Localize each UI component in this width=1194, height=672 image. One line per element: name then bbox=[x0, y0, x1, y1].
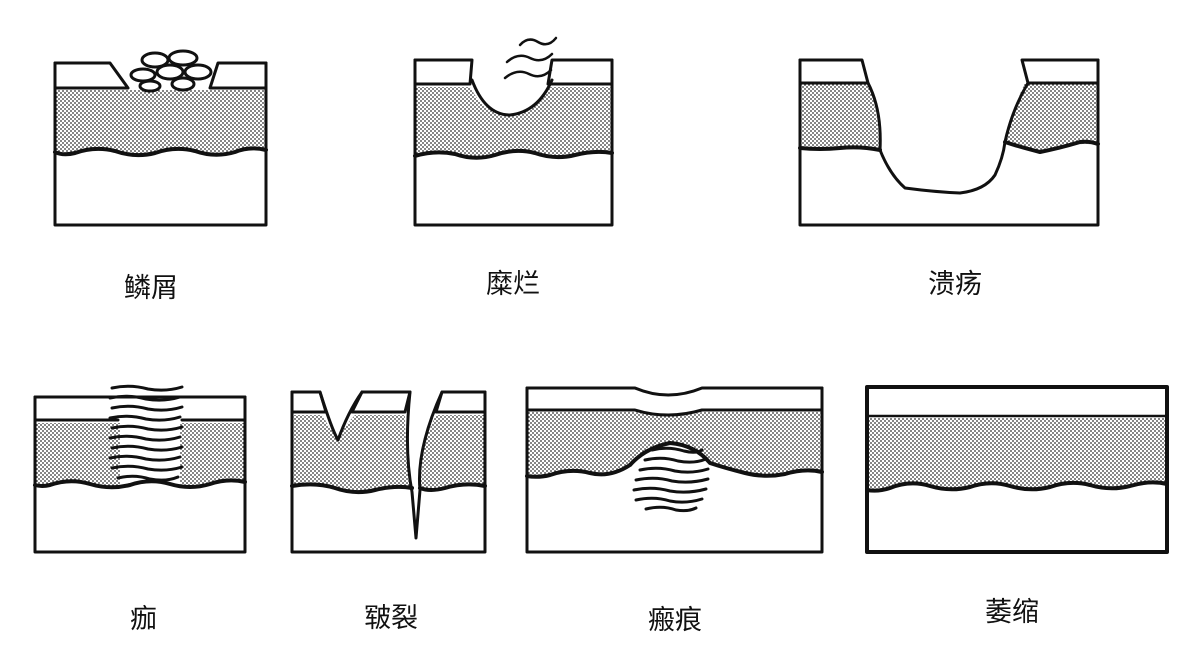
dermis-right-block bbox=[1005, 83, 1098, 150]
basement-right bbox=[1003, 139, 1100, 154]
basement-line bbox=[413, 148, 614, 160]
dermis-left-block bbox=[800, 83, 880, 150]
epidermis-right bbox=[208, 61, 268, 90]
v-notch bbox=[318, 390, 364, 442]
fissure-crack bbox=[405, 390, 444, 540]
label-scale: 鳞屑 bbox=[124, 273, 178, 304]
basement-line bbox=[53, 146, 268, 158]
dermis-layer bbox=[867, 418, 1167, 491]
panel-scale bbox=[53, 49, 268, 227]
panel-scar bbox=[525, 386, 824, 554]
dermis-layer bbox=[527, 412, 822, 477]
scar-fibers bbox=[632, 446, 710, 513]
basement-left bbox=[290, 482, 414, 495]
crust-lines bbox=[108, 384, 184, 482]
basement-line bbox=[525, 441, 824, 479]
epidermis-left bbox=[53, 61, 130, 90]
dermis-right-block bbox=[419, 415, 485, 490]
epidermis-left bbox=[798, 58, 870, 85]
frame bbox=[290, 390, 487, 554]
label-erosion: 糜烂 bbox=[486, 269, 540, 300]
label-atrophy: 萎缩 bbox=[985, 597, 1039, 628]
panel-fissure bbox=[290, 390, 487, 554]
epidermis-top bbox=[525, 386, 824, 397]
erosion-floor bbox=[470, 78, 554, 117]
panel-atrophy bbox=[865, 385, 1169, 554]
panel-ulcer bbox=[798, 58, 1100, 227]
basement-left bbox=[798, 145, 882, 152]
dermis-layer bbox=[55, 90, 266, 156]
frame bbox=[865, 385, 1169, 554]
epidermis-right bbox=[1020, 58, 1100, 85]
frame bbox=[53, 61, 268, 227]
epidermis-bottom bbox=[525, 408, 824, 417]
basement-right bbox=[418, 482, 487, 492]
label-crust: 痂 bbox=[130, 604, 157, 635]
label-scar: 瘢痕 bbox=[648, 605, 702, 636]
ulcer-crater bbox=[866, 81, 1030, 195]
label-fissure: 皲裂 bbox=[364, 603, 418, 634]
basement-line bbox=[865, 480, 1169, 493]
dermis-layer bbox=[415, 87, 612, 158]
frame bbox=[33, 395, 247, 554]
scale-flakes bbox=[129, 49, 213, 93]
dermis-left-block bbox=[292, 415, 412, 493]
basement-line bbox=[33, 478, 247, 490]
exudate-lines bbox=[503, 36, 558, 80]
frame bbox=[413, 58, 614, 227]
panel-erosion bbox=[413, 36, 614, 227]
label-ulcer: 溃疡 bbox=[928, 269, 982, 300]
epidermis-right bbox=[546, 58, 614, 86]
epidermis-left bbox=[413, 58, 474, 86]
panel-crust bbox=[33, 384, 247, 554]
epidermis-right bbox=[434, 390, 487, 414]
